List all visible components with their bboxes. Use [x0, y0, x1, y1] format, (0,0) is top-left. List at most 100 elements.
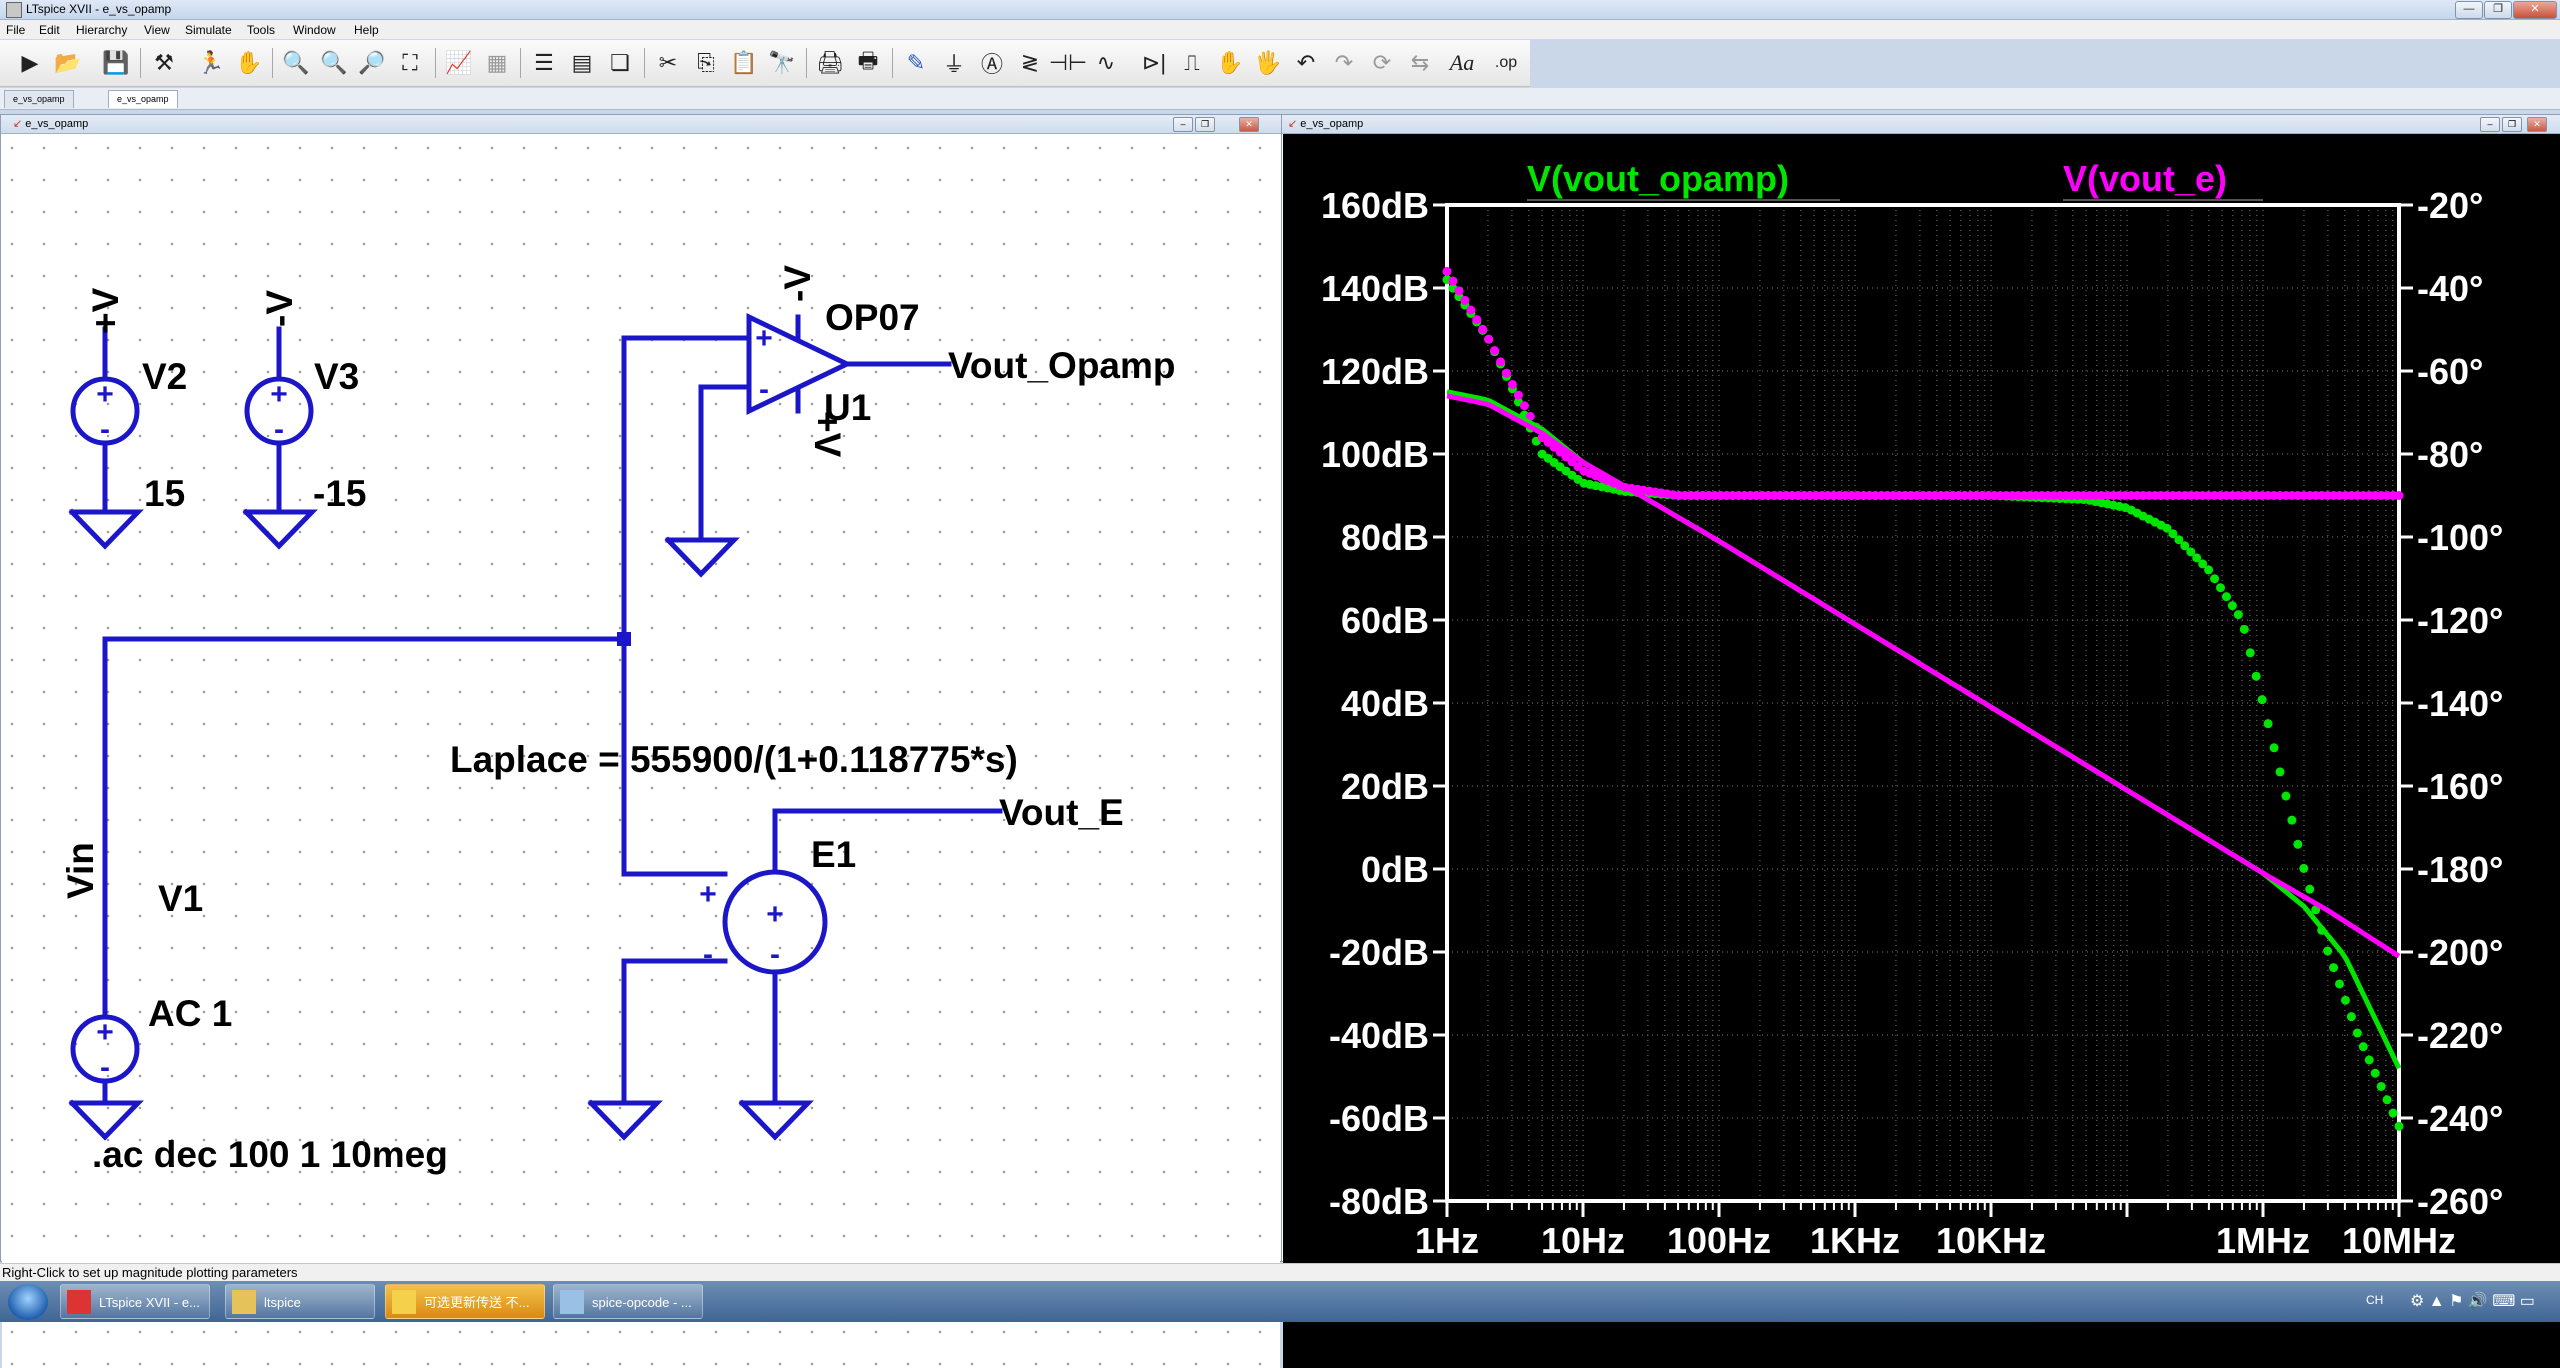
schematic-restore-button[interactable]: ❐: [1195, 117, 1215, 132]
y-left-tick-label: -20dB: [1329, 932, 1429, 973]
tile-vertical-icon[interactable]: ▤: [571, 50, 593, 75]
redo-icon[interactable]: ↷: [1334, 50, 1354, 75]
schematic-window: ↙ e_vs_opamp – ❐ ✕: [0, 114, 1282, 1368]
print-icon[interactable]: 🖶: [857, 48, 879, 73]
label-net-icon[interactable]: Ⓐ: [980, 52, 1003, 77]
fft-icon[interactable]: ▦: [486, 50, 508, 75]
phase-dot: [1448, 276, 1458, 286]
zoom-out-icon[interactable]: 🔎: [358, 50, 386, 75]
pan-icon[interactable]: 🔍: [320, 50, 348, 75]
y-right-tick-label: -200°: [2417, 932, 2503, 973]
menu-view[interactable]: View: [144, 23, 170, 37]
tab-schematic[interactable]: e_vs_opamp: [4, 90, 74, 108]
v2-plus-sign: +: [96, 378, 114, 411]
save-icon[interactable]: 💾: [102, 50, 130, 75]
rotate-icon[interactable]: ⟳: [1372, 50, 1392, 75]
y-right-tick-label: -260°: [2417, 1181, 2503, 1222]
phase-dot: [2323, 946, 2333, 956]
zoom-in-icon[interactable]: 🔍: [282, 50, 310, 75]
taskbar-item-spice-opcode[interactable]: spice-opcode - ...: [553, 1284, 703, 1319]
drag-icon[interactable]: 🖐: [1254, 50, 1282, 75]
x-tick-label: 10MHz: [2342, 1220, 2456, 1261]
menu-simulate[interactable]: Simulate: [185, 23, 232, 37]
tile-horizontal-icon[interactable]: ☰: [534, 50, 554, 75]
resistor-icon[interactable]: ≷: [1020, 50, 1040, 75]
new-schematic-icon[interactable]: ▶: [21, 50, 39, 75]
taskbar-item-folder[interactable]: ltspice: [225, 1284, 375, 1319]
v1-name-label: V1: [158, 878, 203, 919]
schematic-canvas[interactable]: + - + - + - + - + - + - V2 15 V3 -15 OP0…: [2, 134, 1280, 1368]
waveform-minimize-button[interactable]: –: [2480, 117, 2500, 132]
schematic-minimize-button[interactable]: –: [1173, 117, 1193, 132]
v2-ground: [68, 508, 144, 550]
y-right-tick-label: -60°: [2417, 351, 2483, 392]
status-text: Right-Click to set up magnitude plotting…: [2, 1265, 298, 1280]
menu-hierarchy[interactable]: Hierarchy: [76, 23, 128, 37]
minimize-button[interactable]: —: [2455, 1, 2483, 19]
e1-plus-pin-sign: +: [699, 878, 717, 911]
taskbar-item-update[interactable]: 可选更新传送 不...: [385, 1284, 545, 1319]
move-icon[interactable]: ✋: [1216, 50, 1244, 75]
zoom-fit-icon[interactable]: ⛶: [402, 50, 418, 75]
run-icon[interactable]: 🏃: [197, 50, 225, 75]
phase-dot: [2180, 541, 2190, 551]
u1-neg-supply-label: -V: [777, 265, 818, 302]
menu-file[interactable]: File: [6, 23, 26, 37]
waveform-close-button[interactable]: ✕: [2527, 117, 2547, 132]
document-tab-strip: e_vs_opamp e_vs_opamp: [0, 88, 2560, 110]
draw-wire-icon[interactable]: ✎: [906, 50, 926, 75]
phase-dot: [2168, 529, 2178, 539]
schematic-close-button[interactable]: ✕: [1239, 117, 1259, 132]
print-preview-icon[interactable]: 🖨: [816, 50, 844, 75]
y-right-tick-label: -20°: [2417, 185, 2483, 226]
phase-dot: [2394, 491, 2404, 500]
ltspice-app-icon: [6, 2, 22, 18]
copy-icon[interactable]: ⎘: [697, 50, 715, 75]
tray-icons[interactable]: ⚙ ▲ ⚑ 🔊 ⌨ ▭: [2410, 1293, 2535, 1310]
y-left-tick-label: -60dB: [1329, 1098, 1429, 1139]
y-left-tick-label: 100dB: [1321, 434, 1429, 475]
text-icon[interactable]: Aa: [1449, 50, 1475, 75]
control-panel-icon[interactable]: ⚒: [154, 50, 174, 75]
menu-help[interactable]: Help: [354, 23, 379, 37]
start-button[interactable]: [8, 1284, 48, 1320]
menu-edit[interactable]: Edit: [39, 23, 60, 37]
input-language-indicator[interactable]: CH: [2366, 1293, 2384, 1307]
mirror-icon[interactable]: ⇆: [1410, 50, 1430, 75]
undo-icon[interactable]: ↶: [1296, 50, 1316, 75]
find-icon[interactable]: 🔭: [768, 50, 796, 75]
menu-window[interactable]: Window: [293, 23, 336, 37]
taskbar-item-ltspice[interactable]: LTspice XVII - e...: [60, 1284, 210, 1319]
y-left-tick-label: 0dB: [1361, 849, 1429, 890]
menu-tools[interactable]: Tools: [247, 23, 276, 37]
phase-dot: [2186, 547, 2196, 557]
tab-waveform[interactable]: e_vs_opamp: [108, 90, 178, 108]
diode-icon[interactable]: ⊳|: [1141, 50, 1167, 75]
phase-dot: [1484, 334, 1494, 344]
vout-e-label: Vout_E: [999, 792, 1124, 833]
phase-dot: [2257, 695, 2267, 705]
autorange-icon[interactable]: 📈: [445, 50, 473, 75]
inductor-icon[interactable]: ∿: [1096, 50, 1116, 75]
component-icon[interactable]: ⎍: [1184, 50, 1200, 75]
phase-dot: [2239, 624, 2249, 634]
capacitor-icon[interactable]: ⊣⊢: [1048, 50, 1088, 75]
paste-icon[interactable]: 📋: [730, 50, 758, 75]
schematic-window-title: e_vs_opamp: [25, 118, 89, 130]
halt-icon[interactable]: ✋: [235, 50, 263, 75]
open-folder-icon[interactable]: 📂: [54, 50, 82, 75]
spice-directive-icon[interactable]: .op: [1494, 54, 1518, 71]
ground-icon[interactable]: ⏚: [942, 52, 965, 77]
cascade-icon[interactable]: ❏: [610, 50, 630, 75]
x-tick-label: 1KHz: [1810, 1220, 1900, 1261]
phase-dot: [2281, 791, 2291, 801]
maximize-button[interactable]: ❐: [2484, 1, 2512, 19]
cut-icon[interactable]: ✂: [658, 50, 678, 75]
close-button[interactable]: ✕: [2513, 1, 2557, 19]
x-tick-label: 1MHz: [2216, 1220, 2310, 1261]
waveform-restore-button[interactable]: ❐: [2502, 117, 2522, 132]
magnitude-trace-V(vout_e): [1446, 393, 2401, 959]
phase-dot: [2305, 884, 2315, 894]
